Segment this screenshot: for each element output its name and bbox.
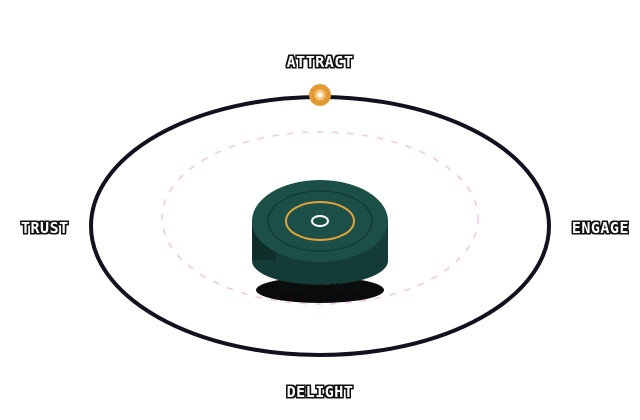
orbit-marker-icon bbox=[309, 84, 331, 106]
stage-label-trust: TRUST bbox=[21, 219, 69, 237]
hub-disc-icon bbox=[252, 180, 388, 285]
stage-label-delight: DELIGHT bbox=[286, 383, 354, 401]
stage-label-engage: ENGAGE bbox=[571, 219, 629, 237]
stage-label-attract: ATTRACT bbox=[286, 53, 354, 71]
hub-label: NOAH / MAYA bbox=[279, 281, 362, 295]
hub-shadow bbox=[256, 277, 384, 303]
inner-orbit bbox=[161, 131, 479, 305]
